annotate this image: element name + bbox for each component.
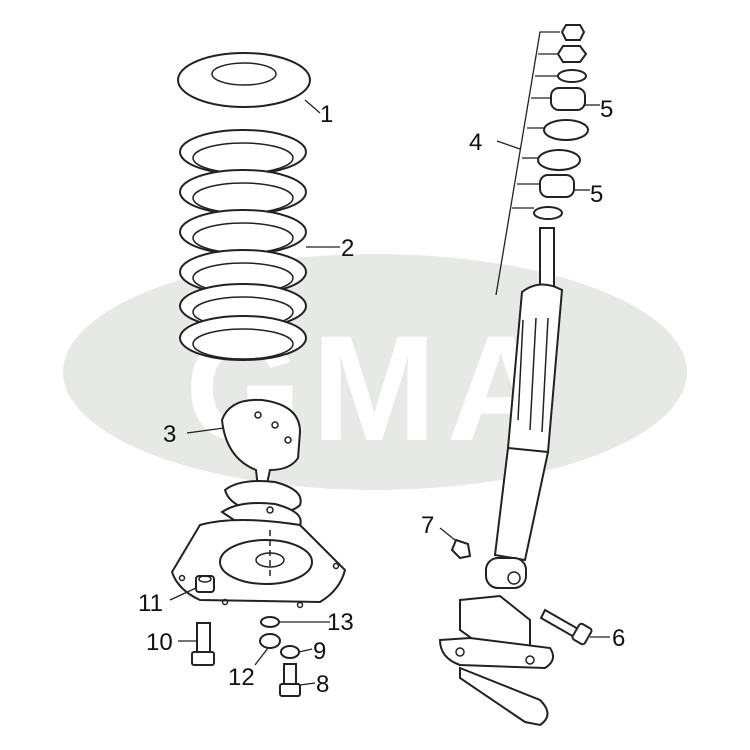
spring-seat-washer (177, 52, 311, 108)
callout-10: 10 (146, 629, 173, 656)
callout-12: 12 (228, 664, 255, 691)
callout-3: 3 (163, 421, 176, 448)
callout-5-upper: 5 (600, 96, 613, 123)
watermark: GMA (63, 254, 687, 490)
coil-spring (179, 129, 307, 361)
bump-stop (220, 398, 302, 530)
turret-plate (170, 519, 347, 609)
leader-lines (169, 31, 610, 686)
callout-7: 7 (421, 512, 434, 539)
shock-absorber (485, 227, 564, 589)
callout-1: 1 (320, 101, 333, 128)
callout-2: 2 (341, 235, 354, 262)
shock-mount-kit (533, 24, 589, 220)
callout-6: 6 (612, 625, 625, 652)
hardware (191, 575, 301, 697)
callout-9: 9 (313, 638, 326, 665)
callout-11: 11 (138, 590, 163, 617)
callout-13: 13 (327, 609, 354, 636)
lower-bracket (438, 538, 593, 727)
callout-4: 4 (469, 129, 482, 156)
callout-5-lower: 5 (590, 181, 603, 208)
callout-8: 8 (316, 671, 329, 698)
callout-labels: 1 2 3 4 5 5 6 7 8 9 10 11 12 13 (138, 96, 625, 698)
